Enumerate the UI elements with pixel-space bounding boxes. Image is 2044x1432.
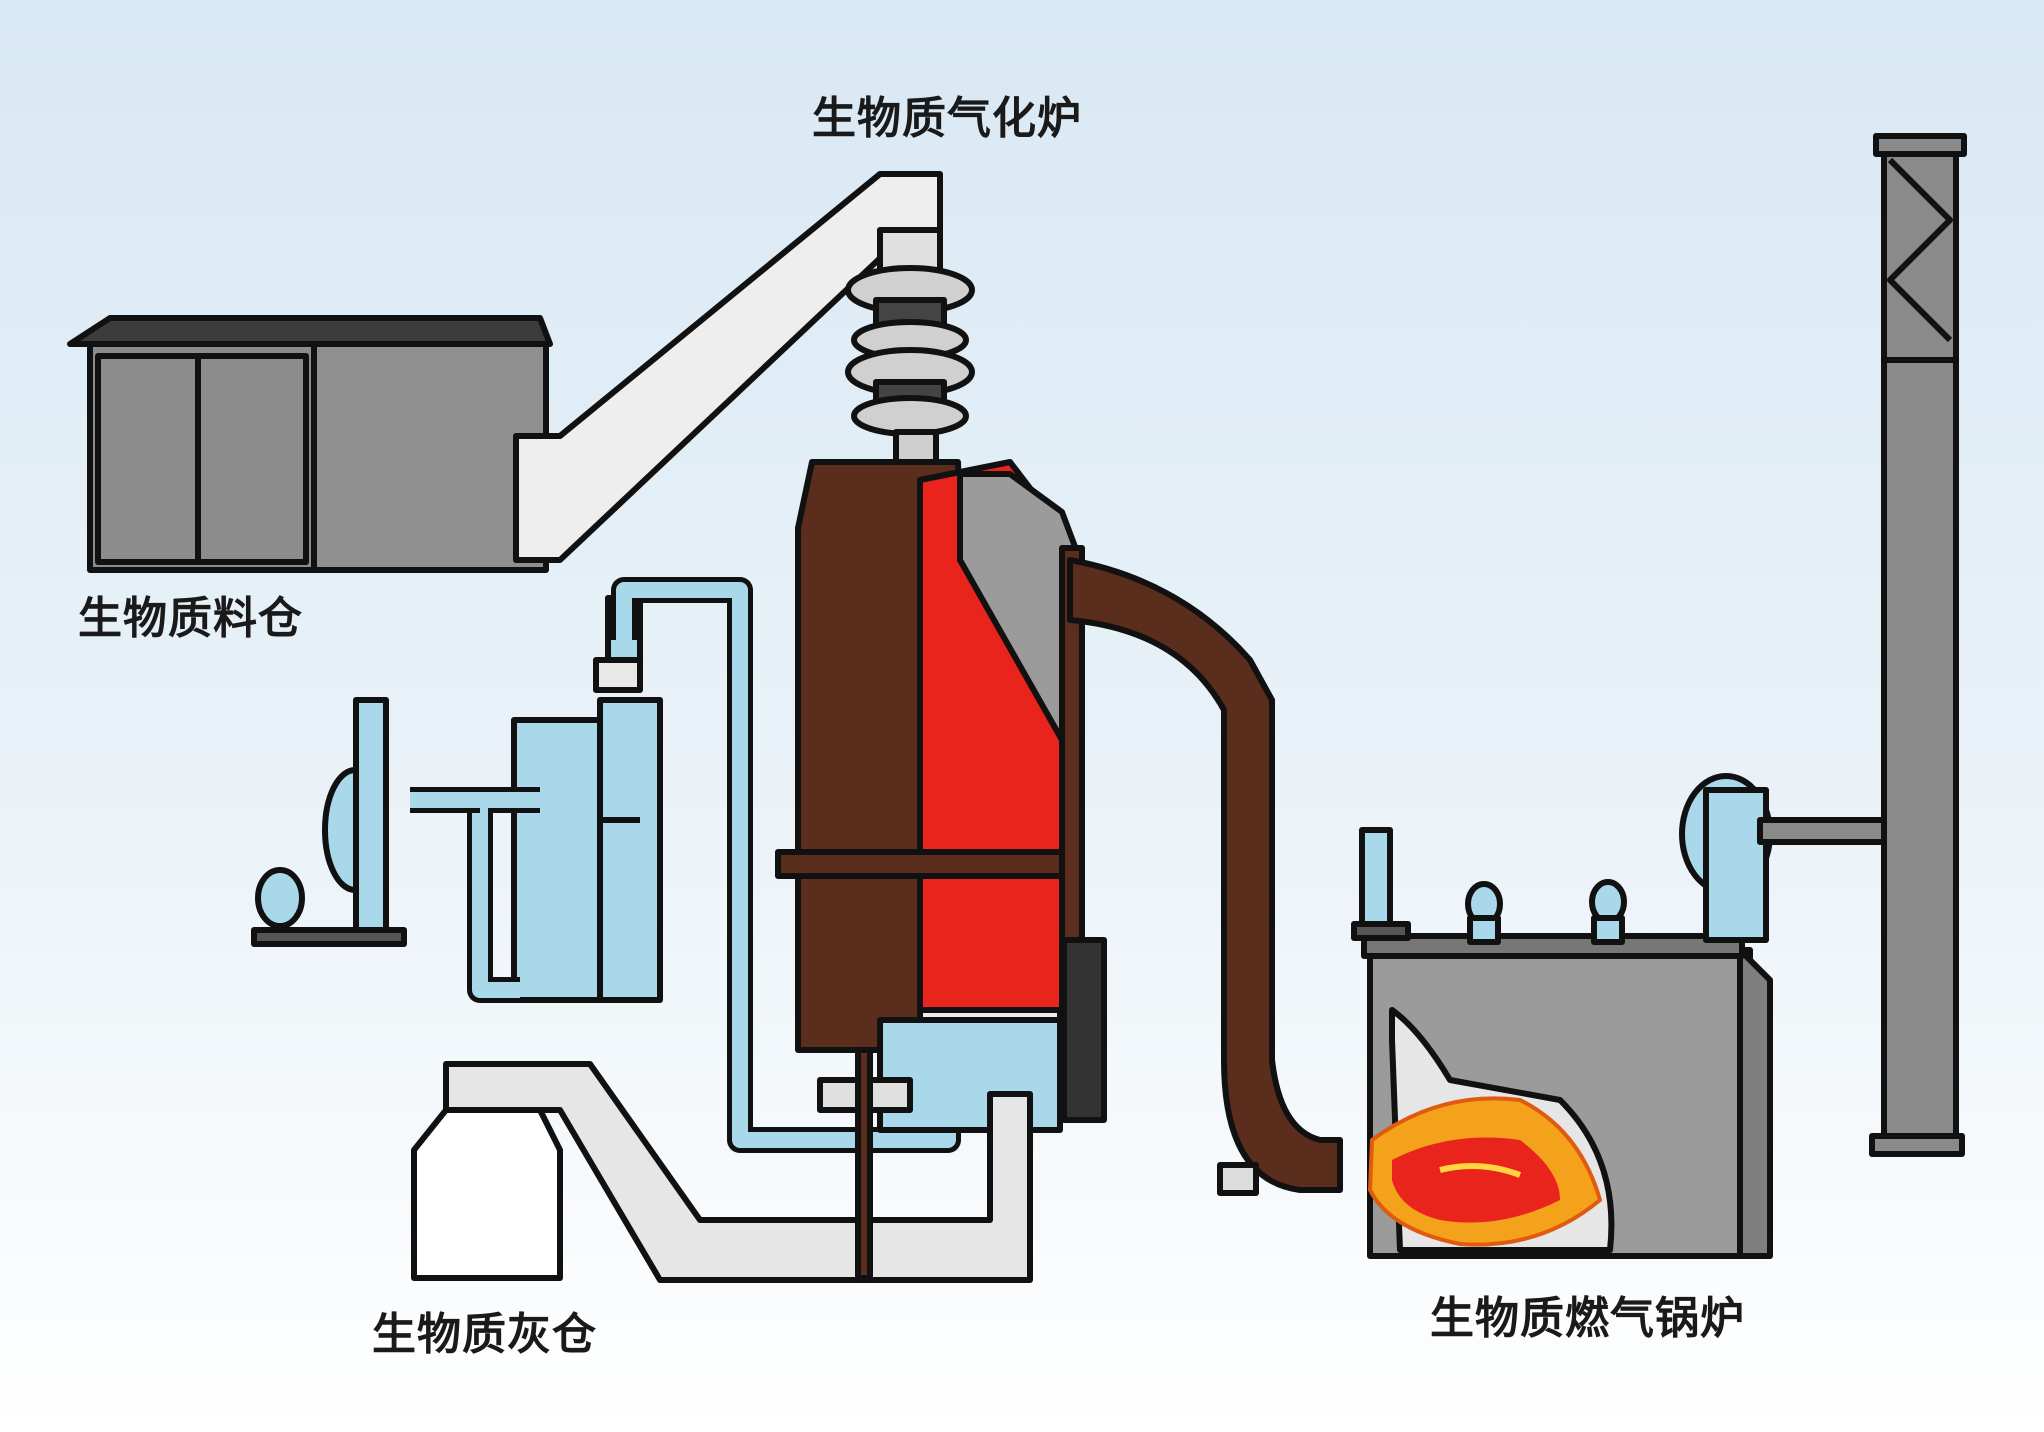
gasifier-furnace <box>775 459 1107 1123</box>
water-pipes <box>410 577 961 1153</box>
ash-bin <box>411 1107 563 1281</box>
boiler-label: 生物质燃气锅炉 <box>1430 1293 1745 1344</box>
ash-bin-label: 生物质灰仓 <box>372 1309 597 1360</box>
cyclone-separator <box>511 595 663 1003</box>
blower-fan <box>251 697 407 947</box>
feed-bin-building <box>67 315 553 573</box>
chimney <box>1869 133 1967 1157</box>
boiler-burner-fans <box>1351 827 1627 945</box>
flame <box>1368 1096 1602 1247</box>
feed-bin-label: 生物质料仓 <box>78 593 303 644</box>
gasifier-label: 生物质气化炉 <box>812 93 1082 144</box>
gas-duct <box>1067 557 1343 1196</box>
rotary-feeder-valves <box>845 227 975 465</box>
exhaust-fan <box>1679 773 1893 943</box>
